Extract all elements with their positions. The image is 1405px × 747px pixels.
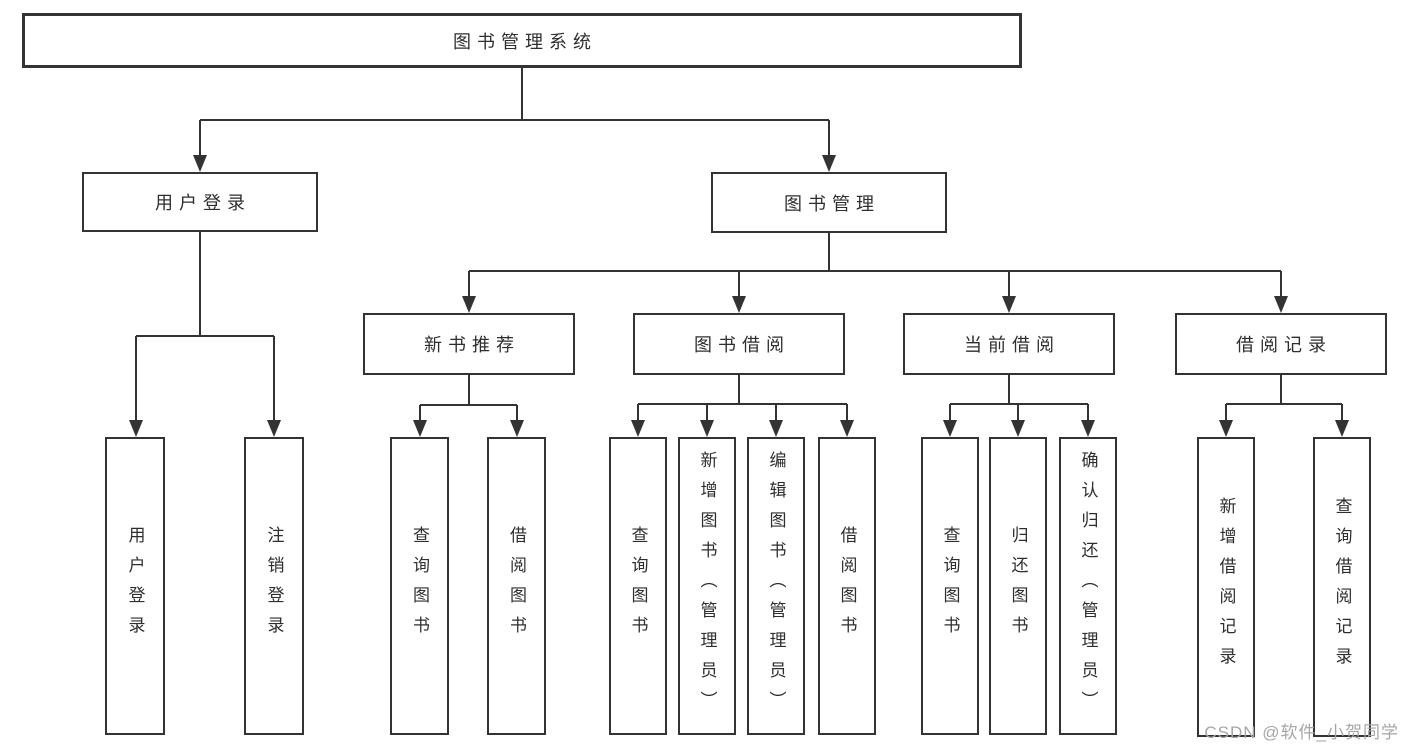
connector-borrowrecords-to-leaves	[1225, 375, 1343, 423]
node-library-management-system: 图书管理系统	[22, 13, 1022, 68]
node-borrow-records: 借阅记录	[1175, 313, 1387, 375]
connector-bookborrow-to-leaves	[637, 375, 848, 423]
leaf-br-query-record: 查询借阅记录	[1313, 437, 1371, 737]
csdn-watermark: CSDN @软件_小贺同学	[1204, 723, 1399, 742]
connector-currentborrow-to-leaves	[949, 375, 1089, 423]
node-book-management: 图书管理	[711, 172, 947, 233]
leaf-cb-query-books: 查询图书	[921, 437, 979, 735]
leaf-cb-confirm-return-admin: 确认归还（管理员）	[1059, 437, 1117, 735]
leaf-bb-edit-books-admin: 编辑图书（管理员）	[747, 437, 805, 735]
node-current-borrow: 当前借阅	[903, 313, 1115, 375]
connector-bookmgmt-to-level3	[468, 233, 1282, 299]
node-book-borrow: 图书借阅	[633, 313, 845, 375]
leaf-bb-borrow-books: 借阅图书	[818, 437, 876, 735]
connector-newbooks-to-leaves	[419, 375, 518, 423]
connector-userlogin-to-leaves	[135, 232, 275, 423]
leaf-bb-add-books-admin: 新增图书（管理员）	[678, 437, 736, 735]
node-new-book-recommend: 新书推荐	[363, 313, 575, 375]
node-user-login: 用户登录	[82, 172, 318, 232]
leaf-bb-query-books: 查询图书	[609, 437, 667, 735]
leaf-newbooks-query-books: 查询图书	[390, 437, 449, 735]
connector-root-to-level2	[199, 68, 830, 158]
leaf-user-login: 用户登录	[105, 437, 165, 735]
leaf-br-add-record: 新增借阅记录	[1197, 437, 1255, 737]
leaf-cb-return-books: 归还图书	[989, 437, 1047, 735]
leaf-logout: 注销登录	[244, 437, 304, 735]
leaf-newbooks-borrow-books: 借阅图书	[487, 437, 546, 735]
